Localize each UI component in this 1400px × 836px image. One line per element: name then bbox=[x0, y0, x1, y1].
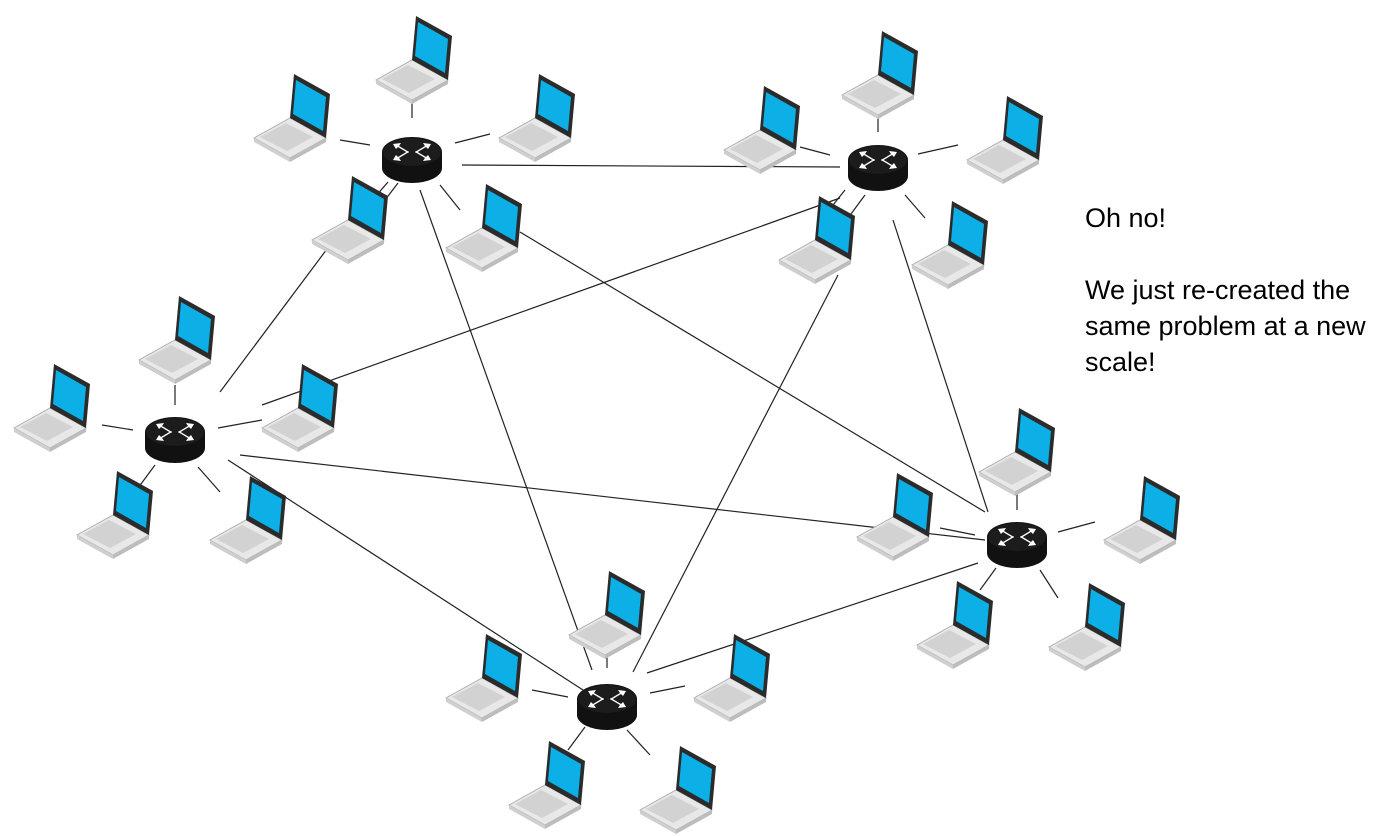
laptop-icon bbox=[253, 73, 331, 163]
link-r1-r4 bbox=[519, 231, 986, 513]
link-r3-r4 bbox=[239, 454, 986, 541]
laptop-icon bbox=[508, 740, 586, 830]
laptop-icon bbox=[13, 363, 91, 453]
link-r2-r4 bbox=[892, 219, 989, 513]
laptop-icon bbox=[498, 73, 576, 163]
router-icon bbox=[145, 417, 205, 463]
router-icon bbox=[382, 137, 442, 183]
caption-exclamation: Oh no! bbox=[1085, 203, 1167, 233]
link-r3-r5 bbox=[227, 459, 584, 691]
router-icon bbox=[848, 145, 908, 191]
laptop-icon bbox=[568, 570, 646, 660]
laptop-icon bbox=[916, 580, 994, 670]
laptop-icon bbox=[978, 407, 1056, 497]
router-icon bbox=[987, 522, 1047, 568]
laptop-icon bbox=[311, 175, 389, 265]
laptop-icon bbox=[841, 30, 919, 120]
laptop-icon bbox=[76, 470, 154, 560]
laptop-icon bbox=[1103, 475, 1181, 565]
laptop-icon bbox=[209, 475, 287, 565]
laptop-icon bbox=[261, 363, 339, 453]
router-links bbox=[219, 164, 989, 691]
laptop-icon bbox=[778, 195, 856, 285]
laptop-icon bbox=[856, 472, 934, 562]
link-r1-r5 bbox=[419, 189, 593, 671]
laptop-icon bbox=[723, 85, 801, 175]
laptop-icon bbox=[445, 183, 523, 273]
link-r2-r5 bbox=[632, 274, 839, 673]
link-r2-r3 bbox=[261, 197, 841, 406]
laptop-icon bbox=[138, 295, 216, 385]
caption-message: We just re-created the same problem at a… bbox=[1085, 275, 1366, 377]
laptop-icon bbox=[911, 200, 989, 290]
caption: Oh no! We just re-created the same probl… bbox=[1085, 200, 1385, 380]
router-icon bbox=[577, 684, 637, 730]
laptop-icon bbox=[639, 745, 717, 835]
laptop-icon bbox=[445, 633, 523, 723]
link-r4-r5 bbox=[646, 562, 979, 674]
laptop-icon bbox=[375, 15, 453, 105]
laptop-icon bbox=[693, 633, 771, 723]
link-r1-r2 bbox=[461, 164, 841, 168]
laptop-icon bbox=[966, 95, 1044, 185]
laptop-icon bbox=[1048, 582, 1126, 672]
link-r1-r3 bbox=[219, 244, 331, 393]
